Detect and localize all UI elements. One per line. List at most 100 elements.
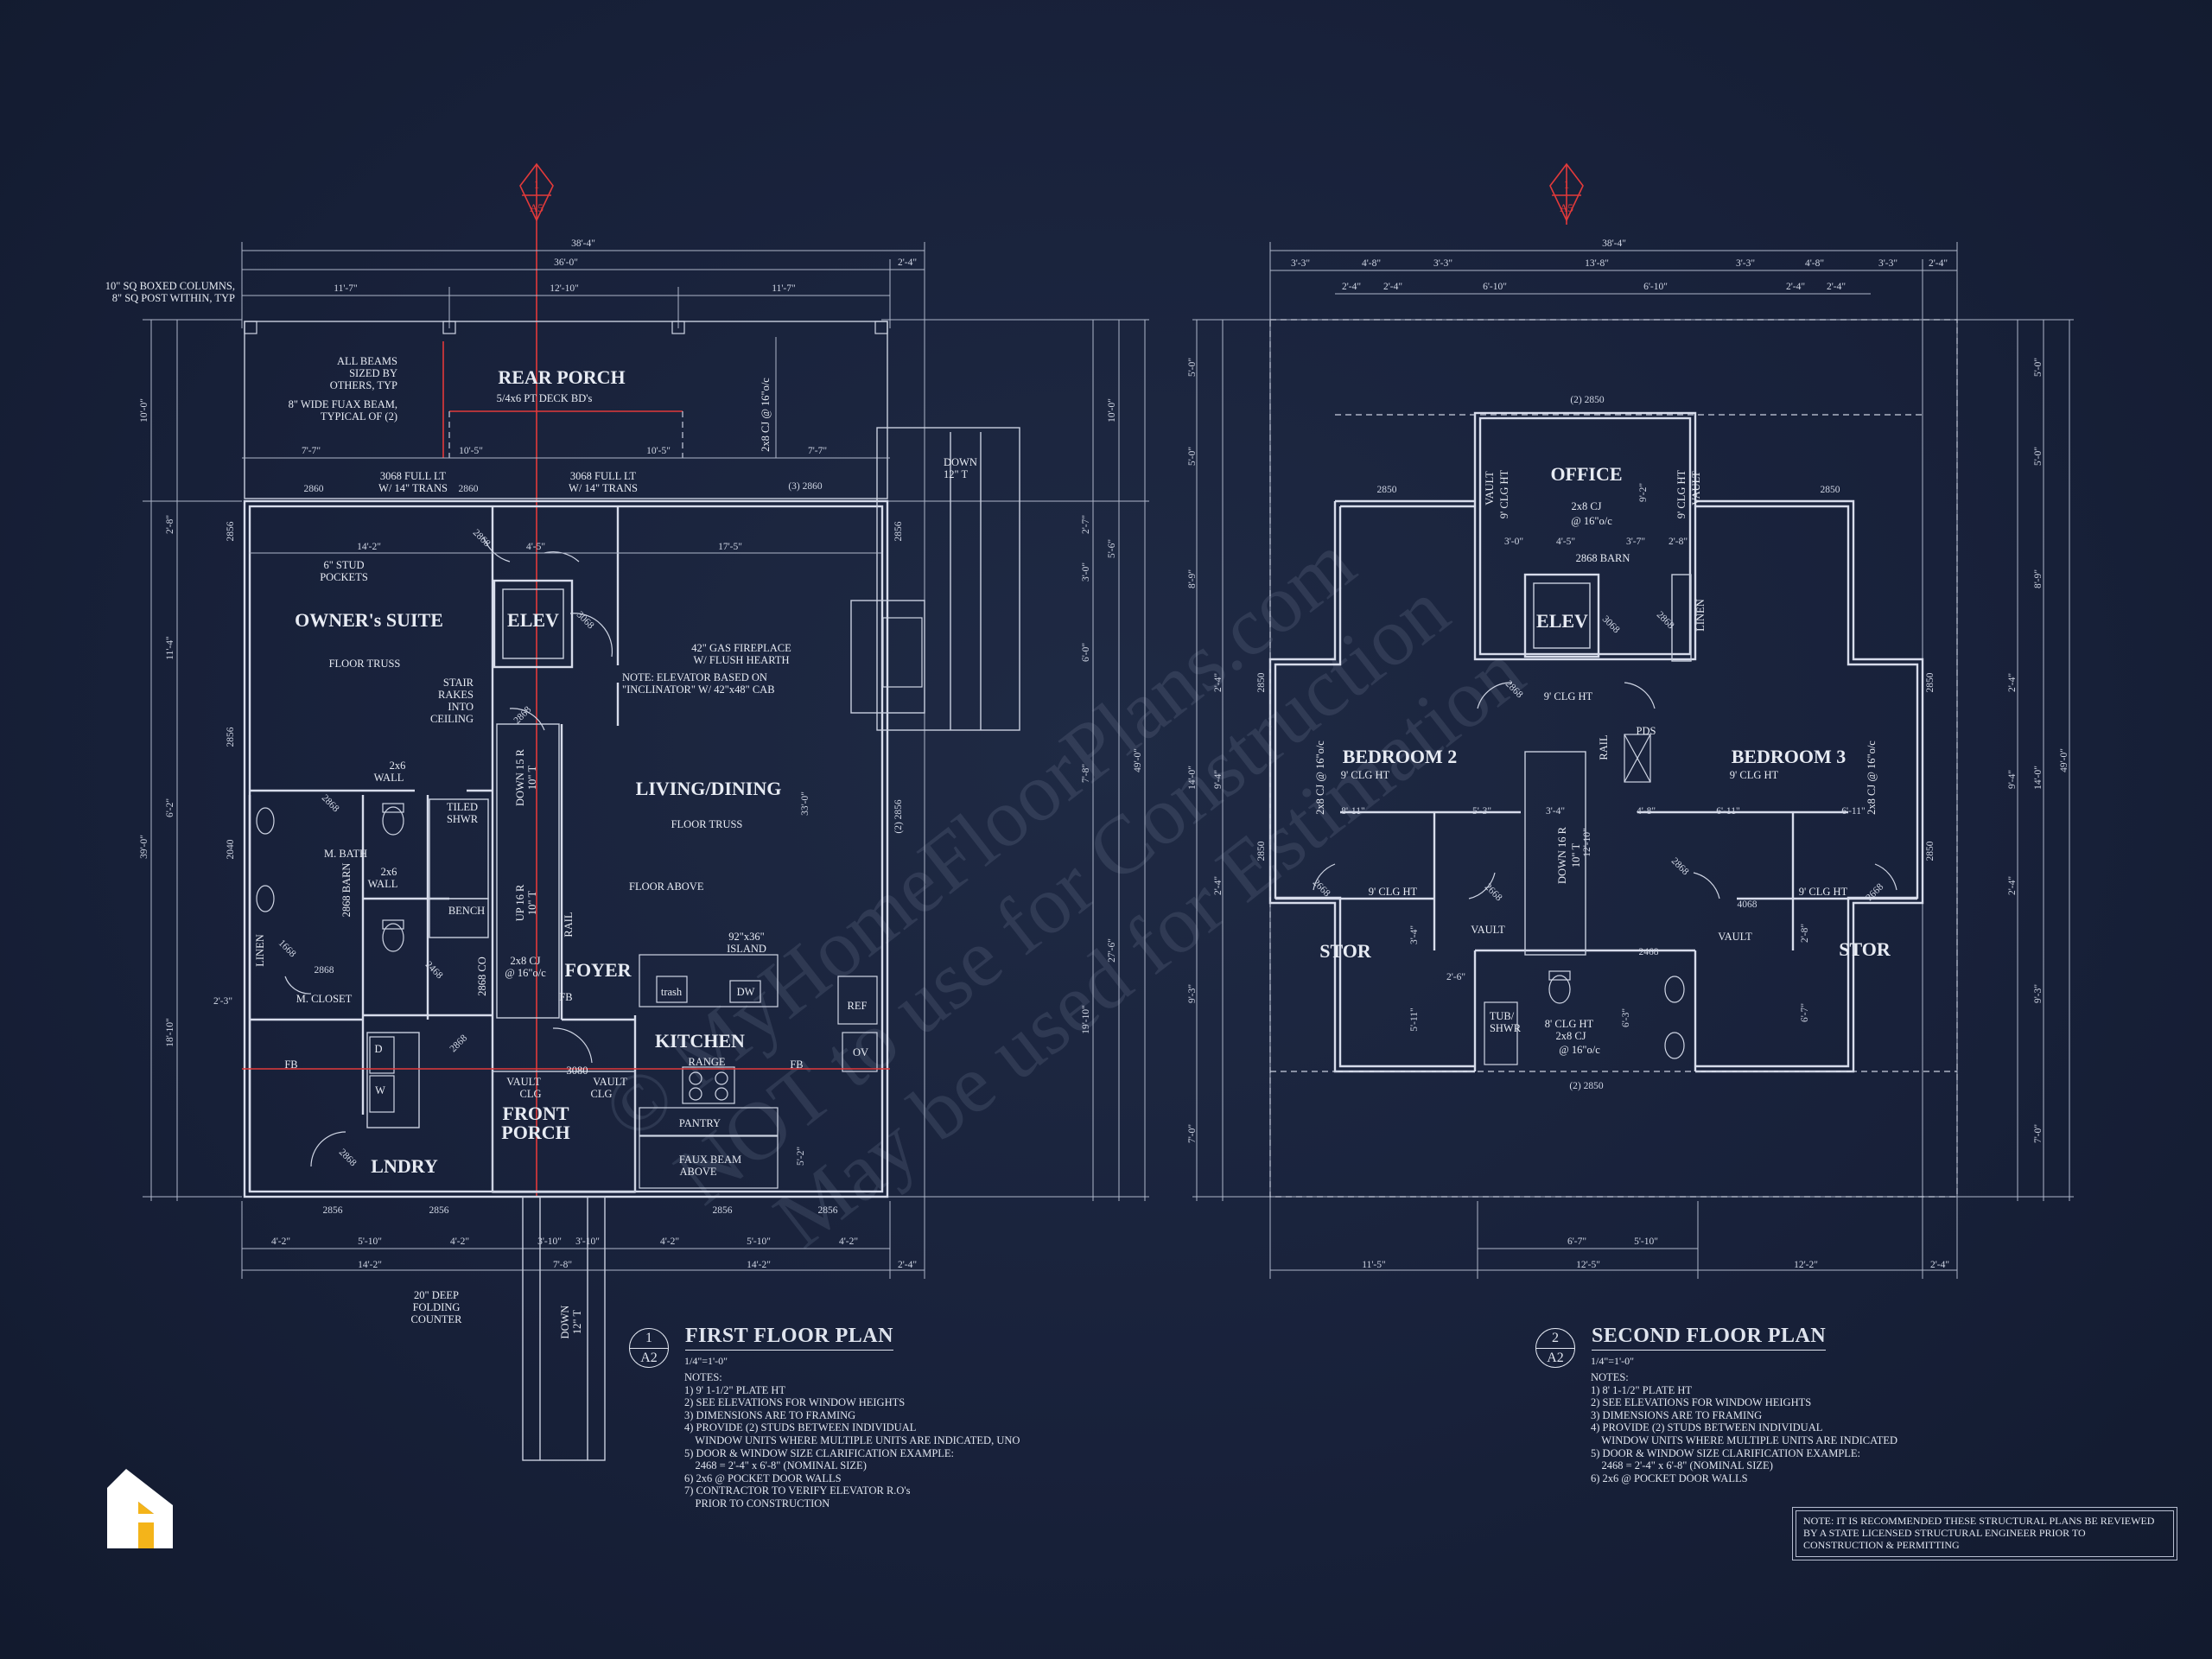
dim-text: 2'-7" (1081, 515, 1091, 534)
dim-text: 12'-2" (1794, 1260, 1818, 1270)
dim-text: 11'-5" (1362, 1260, 1385, 1270)
dim-text: 2'-4" (898, 257, 917, 268)
dim-text: 9'-4" (1213, 770, 1224, 789)
dim-text: 14'-2" (358, 1260, 382, 1270)
second-right-dimensions: 5'-0" 5'-0" 8'-9" 2'-4" 9'-4" 14'-0" 49'… (2007, 320, 2070, 1201)
dim-text: 7'-0" (2033, 1124, 2044, 1143)
note: RAIL (1598, 734, 1610, 760)
room-front-porch: PORCH (501, 1122, 569, 1143)
dim-text: 4'-8" (1362, 258, 1381, 269)
dim-text: 18'-10" (165, 1018, 175, 1047)
dim-text: 2'-4" (898, 1260, 917, 1270)
room-living-dining: LIVING/DINING (636, 778, 782, 799)
section-marker-sheet: A5 (530, 201, 543, 214)
note: 2850 (1256, 841, 1267, 861)
note: 2850 (1821, 485, 1840, 495)
dim-text: 19'-10" (1081, 1005, 1091, 1034)
note: 9'-2" (1638, 483, 1649, 502)
first-left-dimensions: 10'-0" 2'-8" 11'-4" 6'-2" 39'-0" 18'-10"… (139, 319, 242, 1201)
first-overall-width: 38'-4" (571, 238, 595, 249)
note: 6'-11" (1841, 806, 1865, 817)
note: 17'-5" (718, 542, 742, 552)
note: 1668 (276, 938, 298, 960)
note-fuax: 8" WIDE FUAX BEAM, (289, 398, 397, 410)
note: FLOOR TRUSS (671, 818, 743, 830)
note: ABOVE (679, 1166, 716, 1178)
note: DOWN 15 R (514, 748, 526, 806)
dim-text: 12'-10" (550, 283, 579, 294)
note: 2856 (226, 521, 236, 541)
note: 2868 (320, 793, 341, 815)
note: 2x8 CJ @ 16"o/c (1866, 741, 1878, 815)
plan-note-line: NOTES: (684, 1371, 722, 1383)
dim-text: 5'-10" (1634, 1236, 1658, 1247)
plan-sheet: A2 (640, 1351, 658, 1365)
note: OV (853, 1046, 868, 1058)
plan-note-line: 3) DIMENSIONS ARE TO FRAMING (1591, 1408, 1763, 1421)
plan-note-line: 2) SEE ELEVATIONS FOR WINDOW HEIGHTS (1591, 1396, 1812, 1409)
note: 3068 FULL LT (380, 470, 447, 482)
plan-number: 2 (1536, 1329, 1574, 1349)
note: 2668 (1865, 881, 1886, 903)
note: 2868 (512, 704, 534, 726)
note: VAULT (1471, 924, 1505, 936)
room-lndry: LNDRY (371, 1155, 438, 1177)
dim-text: 10'-5" (646, 446, 671, 456)
note: 9' CLG HT (1544, 690, 1593, 702)
dim-text: 4'-2" (839, 1236, 858, 1247)
dim-text: 2'-4" (1930, 1260, 1949, 1270)
note: 2856 (323, 1205, 343, 1216)
note: RAIL (563, 912, 575, 937)
note: D (374, 1043, 382, 1055)
dim-text: 10'-0" (139, 398, 149, 423)
dim-text: 14'-2" (747, 1260, 771, 1270)
note: RANGE (688, 1056, 725, 1068)
note: DOWN (944, 456, 977, 468)
note: 3068 (1600, 614, 1622, 636)
dim-text: 9'-3" (2033, 984, 2044, 1003)
dim-text: 12'-5" (1576, 1260, 1600, 1270)
dim-text: 11'-7" (772, 283, 795, 294)
dim-text: 3'-0" (1081, 563, 1091, 582)
note: SHWR (1490, 1022, 1522, 1034)
rear-porch-outline (242, 321, 890, 499)
note: 6" STUD (323, 559, 364, 571)
note: 3068 FULL LT (570, 470, 637, 482)
plan-note-line: 1) 8' 1-1/2" PLATE HT (1591, 1383, 1693, 1396)
note: 10" T (526, 891, 538, 916)
section-marker-sheet: A5 (1560, 201, 1573, 214)
dim-text: 14'-0" (2033, 766, 2044, 790)
note: 2868 BARN (340, 863, 353, 918)
note: 2040 (226, 839, 236, 859)
dim-text: 3'-3" (1433, 258, 1452, 269)
note-beams: OTHERS, TYP (330, 379, 397, 391)
note: STAIR (443, 677, 474, 689)
room-bedroom-3: BEDROOM 3 (1732, 746, 1847, 767)
first-house-walls (242, 427, 1020, 1461)
note: 8'-11" (1341, 806, 1364, 817)
note: 2868 (1669, 856, 1691, 878)
dim-text: 8'-9" (2033, 569, 2044, 588)
note: 2868 CO (476, 957, 488, 996)
note: TUB/ (1490, 1010, 1515, 1022)
plan-sheet: A2 (1547, 1351, 1564, 1365)
room-foyer: FOYER (565, 959, 632, 981)
note: 12" T (571, 1310, 583, 1335)
note: 2860 (304, 484, 324, 494)
dim-text: 6'-7" (1567, 1236, 1586, 1247)
plan-note-line: 6) 2x6 @ POCKET DOOR WALLS (1591, 1471, 1748, 1484)
dim-text: 2'-4" (1213, 673, 1224, 692)
note: PDS (1637, 725, 1656, 737)
note: 2'-8" (1800, 924, 1810, 943)
note: 2850 (1925, 672, 1936, 692)
second-bottom-dimensions: 6'-7" 5'-10" 11'-5" 12'-5" 12'-2" 2'-4" (1270, 1201, 1957, 1279)
dim-text: 3'-3" (1291, 258, 1310, 269)
note: COUNTER (410, 1313, 462, 1325)
note-beams: SIZED BY (349, 367, 397, 379)
plan-note-line: 4) PROVIDE (2) STUDS BETWEEN INDIVIDUAL (1591, 1421, 1823, 1434)
note: 20" DEEP (414, 1289, 459, 1301)
dim-text: 2'-4" (1929, 258, 1948, 269)
note: WALL (368, 878, 398, 890)
